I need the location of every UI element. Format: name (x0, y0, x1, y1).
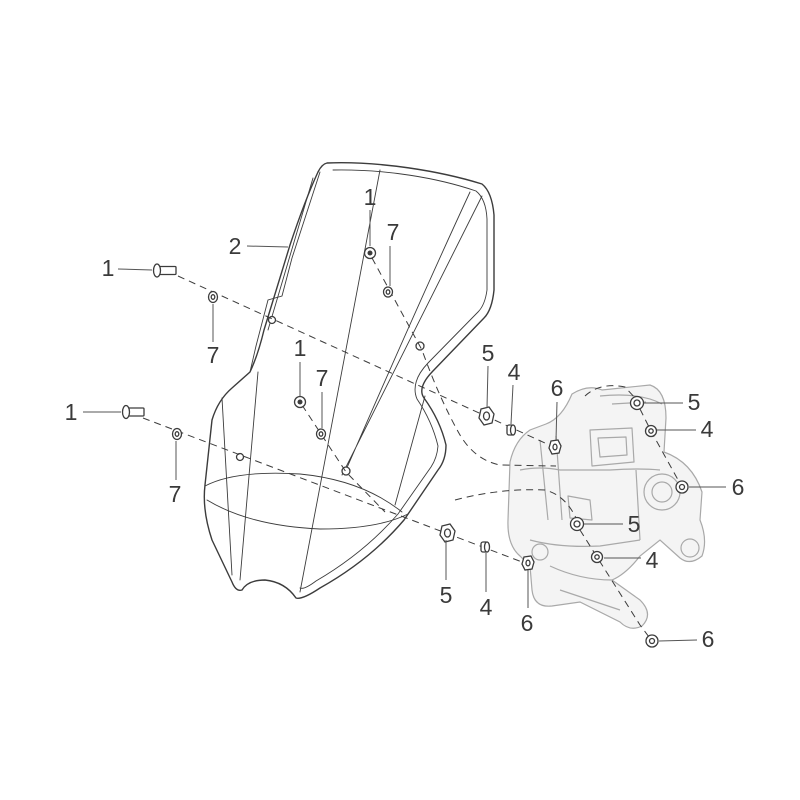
callout-label: 4 (480, 594, 493, 620)
axis-upper-right (584, 385, 637, 400)
callout-label: 1 (364, 184, 377, 210)
windshield-lower-band-top (204, 472, 403, 513)
callout-label: 5 (482, 340, 495, 366)
callout-label: 1 (65, 399, 78, 425)
leader-lines (83, 210, 726, 642)
leader-line (246, 245, 289, 248)
callout-label: 7 (316, 365, 329, 391)
leader-line (486, 365, 489, 409)
callout-label: 7 (169, 481, 182, 507)
nut-part-6 (521, 555, 535, 571)
axis-right-lower (579, 529, 653, 642)
mounting-hole (235, 452, 245, 462)
leader-line (510, 384, 514, 425)
washer-part-7 (315, 428, 327, 440)
spacer-part-4 (506, 424, 517, 436)
grommet-part-5 (569, 516, 585, 532)
callout-label: 4 (701, 416, 714, 442)
grommet-part-5 (439, 523, 456, 543)
windshield-bracket (507, 384, 706, 629)
callout-label: 4 (508, 359, 521, 385)
windshield-outline (203, 162, 495, 599)
callout-label: 6 (551, 375, 564, 401)
callout-label: 6 (521, 610, 534, 636)
screw-part-1 (363, 246, 377, 260)
axis-lower-center (301, 404, 386, 513)
washer-part-7 (171, 427, 183, 441)
spacer-part-4 (644, 424, 658, 438)
leader-line (555, 401, 558, 441)
windshield-lower-band-bottom (206, 499, 409, 530)
axis-lower-center-right (454, 489, 577, 519)
callout-label: 2 (229, 233, 242, 259)
washer-part-7 (382, 286, 394, 298)
windshield-inner-edge (299, 169, 488, 589)
callout-label: 5 (628, 511, 641, 537)
nut-part-6 (645, 634, 659, 648)
callout-labels: 1 2 1 7 7 1 7 5 4 6 5 4 1 7 6 5 4 5 4 6 … (65, 184, 745, 652)
windshield-left-flange (249, 171, 321, 373)
callout-label: 5 (440, 582, 453, 608)
callout-label: 6 (732, 474, 745, 500)
screw-part-1 (121, 404, 145, 420)
callout-label: 7 (387, 219, 400, 245)
washer-part-7 (207, 290, 219, 304)
callout-label: 1 (102, 255, 115, 281)
windshield-surface-lines (221, 169, 483, 593)
spacer-part-4 (480, 541, 491, 553)
screw-part-1 (293, 395, 307, 409)
callout-label: 7 (207, 342, 220, 368)
nut-part-6 (675, 480, 689, 494)
axis-upper-center (371, 257, 557, 467)
callout-label: 1 (294, 335, 307, 361)
callout-label: 6 (702, 626, 715, 652)
axis-upper-left (177, 275, 557, 449)
spacer-part-4 (590, 550, 604, 564)
leader-line (658, 639, 698, 642)
grommet-part-5 (629, 395, 645, 411)
leader-line (117, 268, 153, 271)
grommet-part-5 (478, 406, 495, 426)
axis-lower-left (142, 417, 531, 566)
nut-part-6 (548, 439, 562, 455)
callout-label: 4 (646, 547, 659, 573)
callout-label: 5 (688, 389, 701, 415)
screw-part-1 (152, 263, 177, 278)
